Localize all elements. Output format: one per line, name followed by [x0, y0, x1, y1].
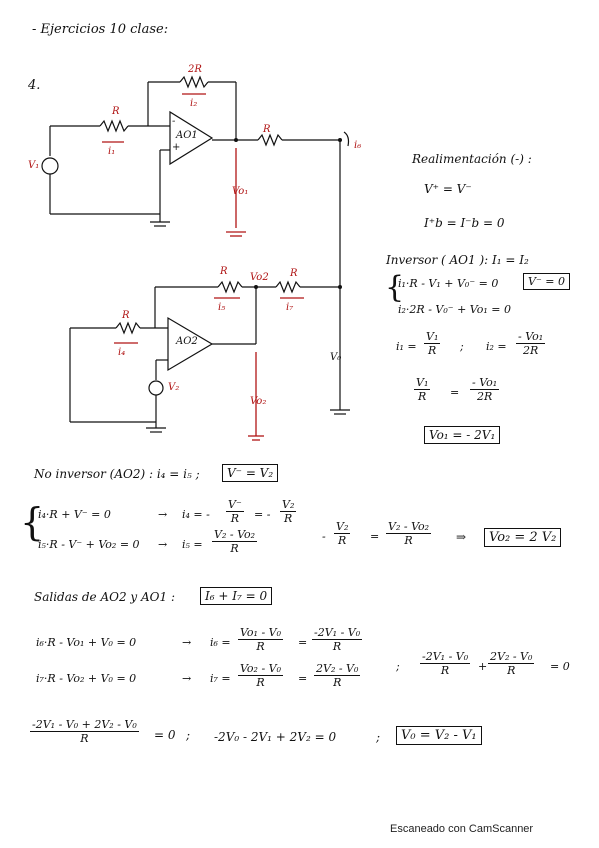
circuit-diagram: [41, 75, 350, 441]
inv-box: V⁻ = 0: [523, 273, 570, 290]
label-minus1: -: [172, 116, 176, 127]
label-r-right: R: [290, 268, 298, 279]
out-eq2-res: i₇ =: [210, 672, 231, 685]
ni-eq1-mid: = -: [254, 508, 271, 521]
ni-cmp-eq: =: [370, 530, 380, 543]
eq-vplus-vminus: V⁺ = V⁻: [424, 182, 472, 196]
final-semi: ;: [186, 728, 191, 742]
final-mid: -2V₀ - 2V₁ + 2V₂ = 0: [214, 730, 337, 744]
final-semi2: ;: [376, 730, 381, 744]
label-i5: i₅: [218, 302, 226, 313]
label-v1: V₁: [28, 160, 40, 171]
item-number: 4.: [28, 78, 41, 93]
feedback-title: Realimentación (-) :: [412, 152, 532, 166]
ni-eq2-res: i₅ =: [182, 538, 203, 551]
i-separator: ;: [460, 340, 464, 353]
brace-inverter: {: [385, 270, 405, 305]
label-i7: i₇: [286, 302, 294, 313]
out-eq2: i₇·R - Vo₂ + V₀ = 0: [36, 672, 137, 685]
inverter-title: Inversor ( AO1 ): I₁ = I₂: [386, 253, 529, 267]
label-i2: i₂: [190, 98, 198, 109]
ni-eq1-res: i₄ = -: [182, 508, 210, 521]
brace-noninverter: {: [20, 500, 45, 544]
vo2-result: Vo₂ = 2 V₂: [484, 528, 562, 547]
scanner-footer: Escaneado con CamScanner: [390, 823, 534, 835]
label-r-mid: R: [220, 266, 228, 277]
out-sum-plus: +: [478, 660, 488, 673]
noninverter-box: V⁻ = V₂: [222, 464, 279, 482]
inv-eq2: i₂·2R - V₀⁻ + Vo₁ = 0: [398, 303, 511, 316]
noninverter-title: No inversor (AO2) : i₄ = i₅ ;: [34, 467, 200, 481]
outputs-title: Salidas de AO2 y AO1 :: [34, 590, 175, 604]
label-i6: i₆: [354, 140, 362, 151]
ni-cmp-minus: -: [322, 530, 326, 543]
out-semi: ;: [396, 660, 400, 673]
out-eq2-eq: =: [298, 672, 308, 685]
vo1-result: Vo₁ = - 2V₁: [424, 426, 501, 444]
out-eq1: i₆·R - Vo₁ + V₀ = 0: [36, 636, 137, 649]
label-r-fb1: 2R: [188, 64, 202, 75]
label-vo: V₀: [330, 352, 342, 363]
label-vo2-top: Vo2: [250, 272, 269, 283]
outputs-box: I₆ + I₇ = 0: [200, 587, 273, 605]
compare-equals: =: [450, 386, 460, 399]
label-i4: i₄: [118, 347, 126, 358]
ni-eq2: i₅·R - V⁻ + Vo₂ = 0: [38, 538, 140, 551]
label-r-in1: R: [112, 106, 120, 117]
label-v2: V₂: [168, 382, 180, 393]
label-opamp1: AO1: [176, 130, 198, 141]
label-r-in2: R: [122, 310, 130, 321]
ni-eq1: i₄·R + V⁻ = 0: [38, 508, 111, 521]
out-arrow1: →: [182, 636, 192, 649]
ni-arrow2: →: [158, 538, 168, 551]
vo-final-result: V₀ = V₂ - V₁: [396, 726, 482, 745]
label-i1: i₁: [108, 146, 116, 157]
out-sum-eq: = 0: [550, 660, 570, 673]
ni-arrow1: →: [158, 508, 168, 521]
out-eq1-res: i₆ =: [210, 636, 231, 649]
label-plus1: +: [172, 142, 181, 153]
label-opamp2: AO2: [176, 336, 198, 347]
i2-label: i₂ =: [486, 340, 507, 353]
final-eq: = 0: [154, 728, 176, 742]
eq-ib-zero: I⁺b = I⁻b = 0: [424, 216, 505, 230]
out-eq1-eq: =: [298, 636, 308, 649]
ni-eq1-frac1: V⁻R: [226, 498, 244, 525]
label-r-out1: R: [263, 124, 271, 135]
ni-implies: ⇒: [456, 530, 467, 544]
inv-eq1: i₁·R - V₁ + V₀⁻ = 0: [398, 277, 499, 290]
label-vo1: Vo₁: [232, 186, 249, 197]
i1-label: i₁ =: [396, 340, 417, 353]
label-vo2: Vo₂: [250, 396, 267, 407]
page-title: - Ejercicios 10 clase:: [32, 22, 169, 37]
out-arrow2: →: [182, 672, 192, 685]
